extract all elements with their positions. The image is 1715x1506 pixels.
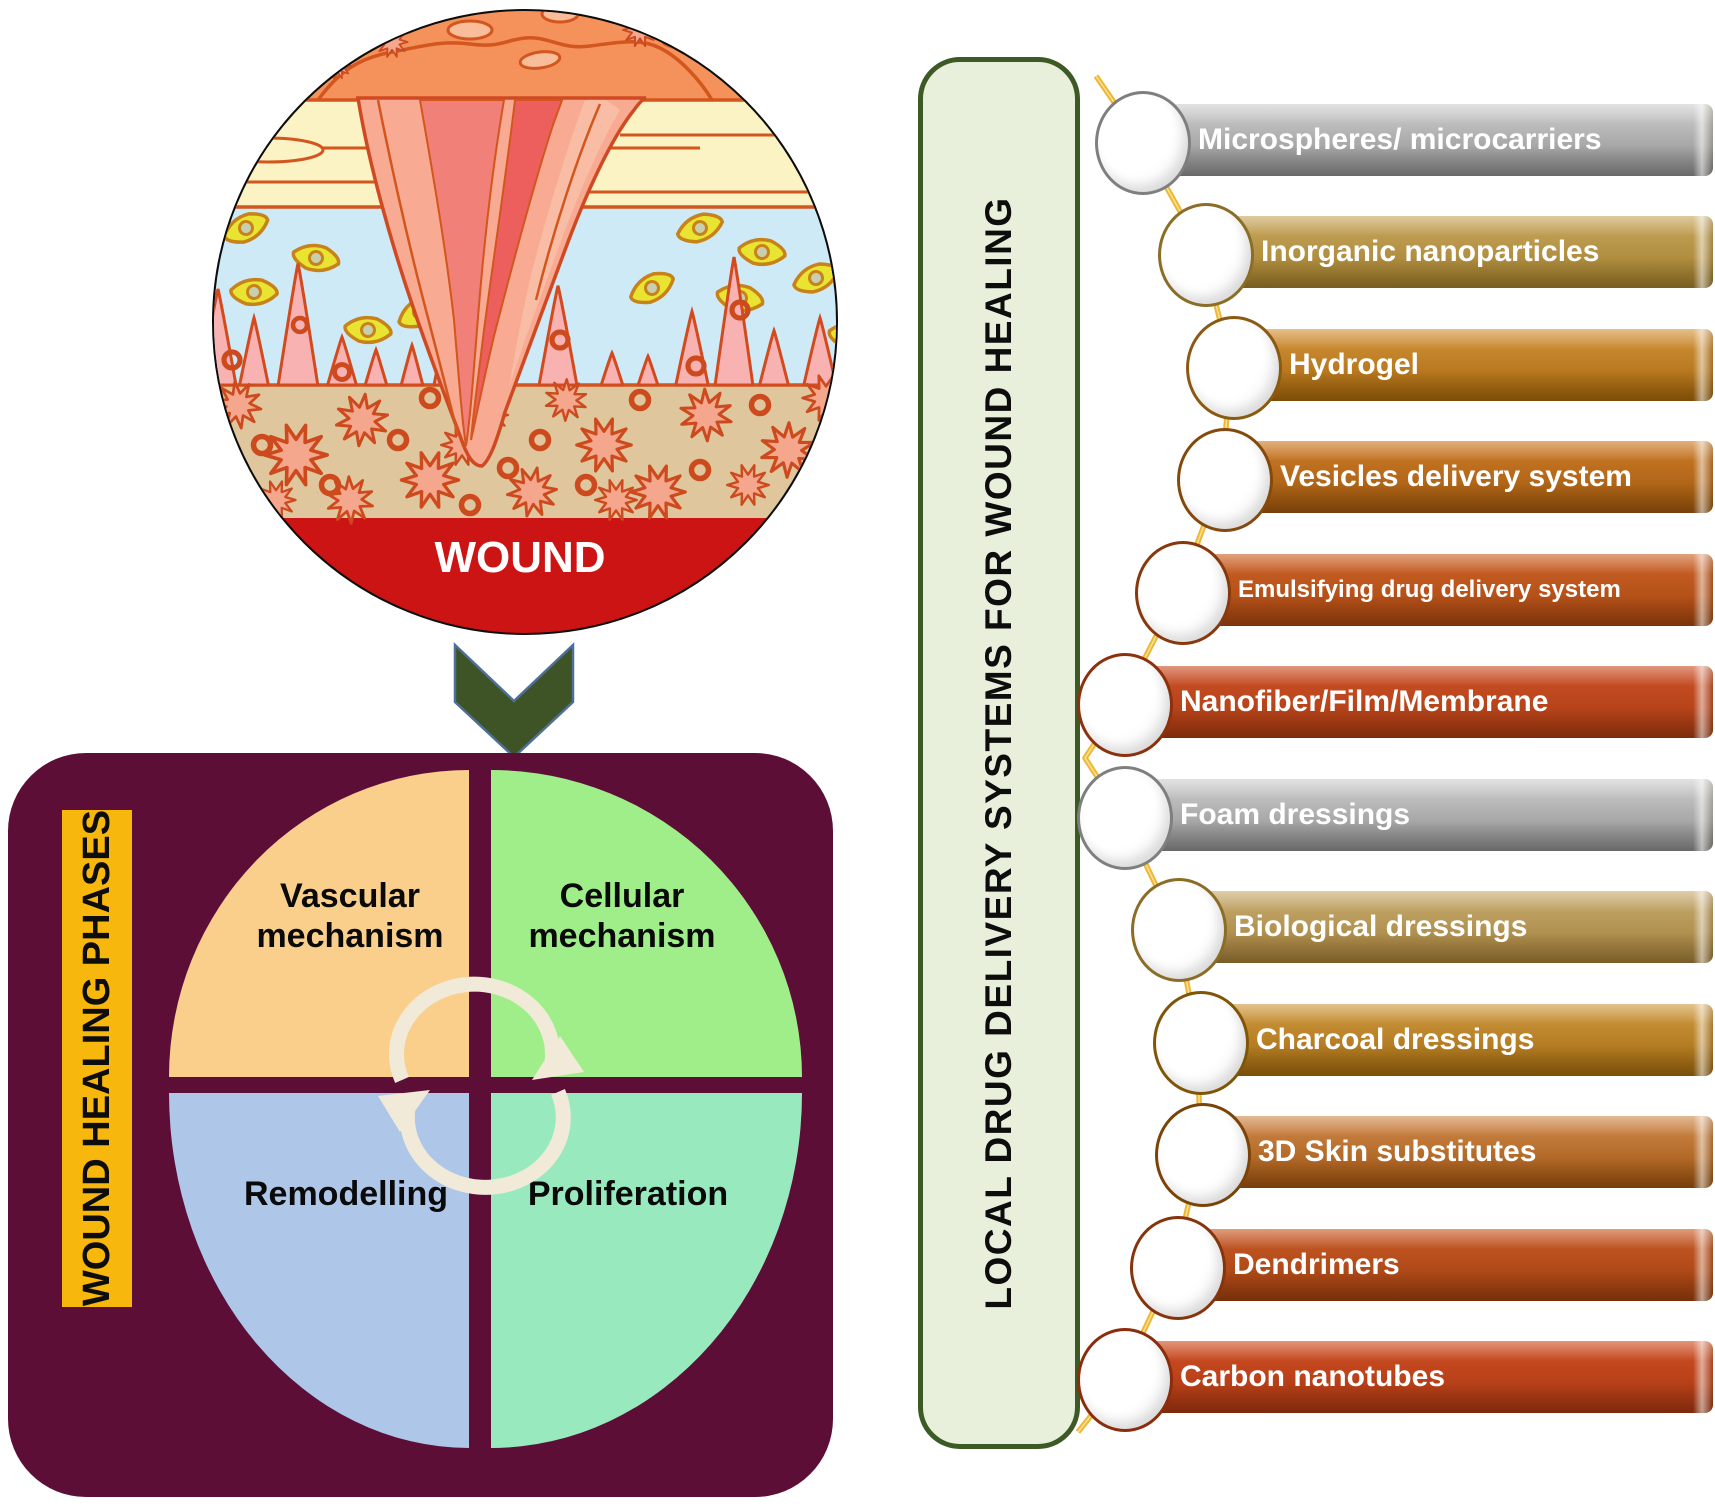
delivery-item-node (1155, 1103, 1251, 1207)
quadrant-cellular-label-line1: Cellular (560, 877, 685, 915)
delivery-item-node (1177, 428, 1273, 532)
delivery-item-node (1077, 766, 1173, 870)
delivery-item-node (1186, 316, 1282, 420)
quadrant-cellular-label-line2: mechanism (528, 917, 715, 955)
delivery-systems-title: LOCAL DRUG DELIVERY SYSTEMS FOR WOUND HE… (978, 196, 1019, 1310)
delivery-item-node (1131, 878, 1227, 982)
quadrant-proliferation (491, 1093, 802, 1448)
delivery-item-bar: Hydrogel (1219, 329, 1713, 401)
delivery-item-bar: Microspheres/ microcarriers (1128, 104, 1713, 176)
quadrant-vascular-label-line2: mechanism (256, 917, 443, 955)
delivery-item-node (1158, 203, 1254, 307)
quadrant-remodelling (169, 1093, 469, 1448)
wound-funnel (355, 96, 647, 468)
delivery-item-node (1153, 991, 1249, 1095)
delivery-item-node (1135, 541, 1231, 645)
phases-panel: Vascular mechanism Cellular mechanism Re… (8, 753, 833, 1497)
delivery-item-label: Biological dressings (1234, 910, 1528, 943)
cycle-arrows-icon (388, 976, 571, 1195)
phases-title: WOUND HEALING PHASES (76, 810, 118, 1306)
delivery-item-bar: Foam dressings (1110, 779, 1713, 851)
delivery-item-label: Vesicles delivery system (1280, 460, 1632, 493)
delivery-item-bar: Biological dressings (1164, 891, 1713, 963)
delivery-systems-box: LOCAL DRUG DELIVERY SYSTEMS FOR WOUND HE… (918, 57, 1080, 1449)
delivery-item-label: Microspheres/ microcarriers (1198, 123, 1602, 156)
delivery-item-bar: Vesicles delivery system (1210, 441, 1713, 513)
delivery-item-bar: Carbon nanotubes (1110, 1341, 1713, 1413)
delivery-item-bar: Inorganic nanoparticles (1191, 216, 1713, 288)
delivery-item-bar: Nanofiber/Film/Membrane (1110, 666, 1713, 738)
delivery-item-label: 3D Skin substitutes (1258, 1135, 1537, 1168)
delivery-item-bar: Charcoal dressings (1186, 1004, 1713, 1076)
quadrant-proliferation-label: Proliferation (528, 1175, 728, 1213)
wound-crust-line (316, 36, 714, 102)
delivery-item-label: Inorganic nanoparticles (1261, 235, 1600, 268)
delivery-item-label: Hydrogel (1289, 348, 1420, 381)
phases-title-background (62, 810, 132, 1307)
delivery-item-label: Nanofiber/Film/Membrane (1180, 685, 1549, 718)
delivery-item-label: Foam dressings (1180, 798, 1411, 831)
down-chevron-icon (453, 642, 575, 759)
delivery-item-node (1077, 653, 1173, 757)
delivery-item-node (1095, 91, 1191, 195)
delivery-item-label: Carbon nanotubes (1180, 1360, 1446, 1393)
delivery-item-node (1077, 1328, 1173, 1432)
cycle-arrowhead-top (532, 1036, 584, 1080)
quadrant-vascular-label-line1: Vascular (280, 877, 420, 915)
cycle-arrowhead-bottom (378, 1090, 430, 1132)
delivery-item-label: Charcoal dressings (1256, 1023, 1535, 1056)
quadrant-vascular (169, 770, 469, 1077)
delivery-item-bar: Emulsifying drug delivery system (1168, 554, 1713, 626)
delivery-item-label: Dendrimers (1233, 1248, 1400, 1281)
delivery-item-label: Emulsifying drug delivery system (1238, 576, 1621, 603)
delivery-item-bar: Dendrimers (1163, 1229, 1713, 1301)
delivery-item-bar: 3D Skin substitutes (1188, 1116, 1713, 1188)
wound-label: WOUND (434, 533, 605, 582)
quadrant-remodelling-label: Remodelling (244, 1175, 448, 1213)
quadrant-cellular (491, 770, 802, 1077)
delivery-item-node (1130, 1216, 1226, 1320)
